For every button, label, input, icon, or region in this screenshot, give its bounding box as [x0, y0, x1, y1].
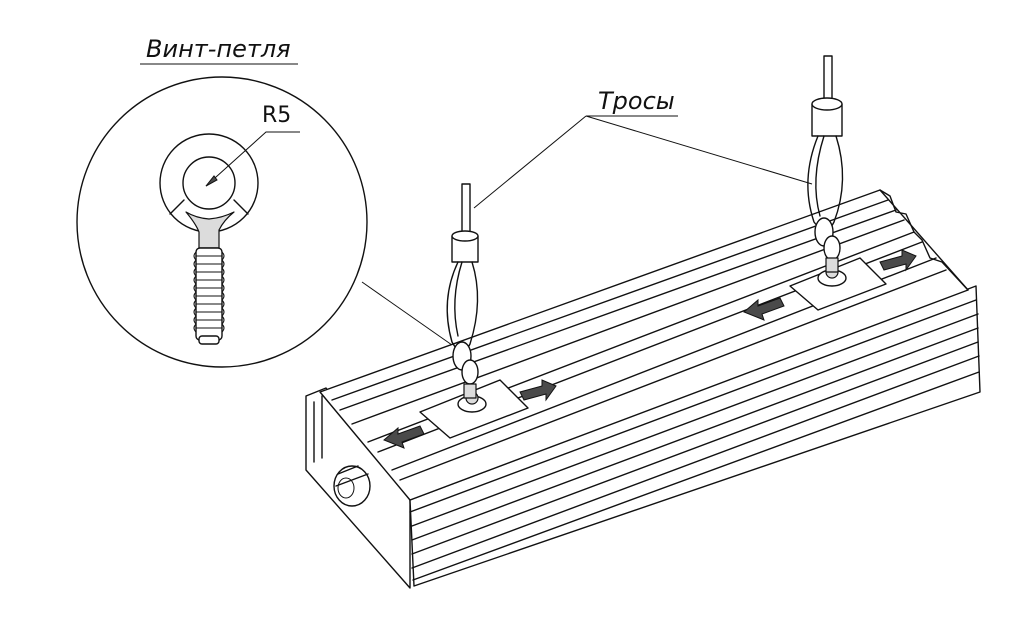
radius-label: R5 — [262, 103, 291, 128]
arrow-right-inner — [743, 297, 785, 321]
arrow-left-inner — [519, 379, 557, 402]
slide-arrows — [383, 249, 917, 449]
detail-view: R5 — [76, 76, 463, 368]
eye-screw-detail — [159, 131, 300, 345]
left-cable — [446, 183, 479, 399]
lamp-housing — [305, 189, 981, 589]
right-cable — [807, 55, 844, 273]
arrow-right-outer — [879, 249, 917, 272]
cable-gland — [333, 465, 371, 507]
detail-circle — [76, 76, 368, 368]
arrow-left-outer — [383, 425, 425, 449]
housing-fins — [409, 299, 980, 581]
left-mount — [419, 379, 529, 439]
detail-leader-line — [361, 281, 463, 353]
cables-leader — [473, 115, 813, 209]
radius-leader — [205, 131, 300, 187]
eye-screw-title: Винт-петля — [146, 35, 291, 63]
threaded-shank — [193, 247, 225, 345]
cables-title: Тросы — [598, 87, 675, 115]
